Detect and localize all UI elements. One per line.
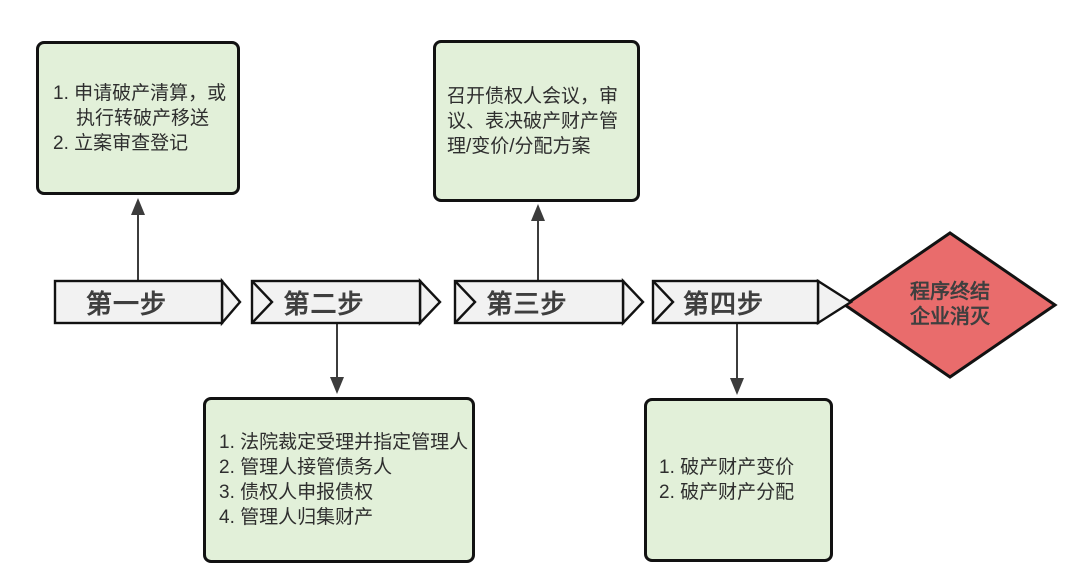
terminal-diamond xyxy=(842,231,1058,379)
arrow-step4-to-box4 xyxy=(730,324,744,395)
arrow-step1-to-box1 xyxy=(131,198,145,280)
step-4-shape xyxy=(651,278,854,326)
process-box-line: 执行转破产移送 xyxy=(76,107,210,129)
process-box-line: 2. 立案审查登记 xyxy=(53,132,189,154)
process-box-line: 2. 管理人接管债务人 xyxy=(219,457,393,478)
process-box-step3: 召开债权人会议，审 议、表决破产财产管 理/变价/分配方案 xyxy=(433,40,640,202)
step-3-label: 第三步 xyxy=(486,288,568,319)
terminal-label-line: 程序终结 xyxy=(910,281,990,303)
step-1-label: 第一步 xyxy=(85,288,167,319)
process-box-line: 1. 申请破产清算，或 xyxy=(53,82,227,104)
step-arrow-point-icon xyxy=(220,277,242,327)
process-box-line: 2. 破产财产分配 xyxy=(659,482,795,503)
arrow-step2-to-box3 xyxy=(330,324,344,394)
process-box-line: 1. 法院裁定受理并指定管理人 xyxy=(219,432,469,453)
arrowhead-up-icon xyxy=(531,204,545,221)
process-box-step4: 1. 破产财产变价 2. 破产财产分配 xyxy=(644,398,833,562)
step-chevron-icon xyxy=(652,280,675,324)
process-box-line: 理/变价/分配方案 xyxy=(447,135,591,157)
process-box-step1: 1. 申请破产清算，或 执行转破产移送 2. 立案审查登记 xyxy=(36,41,240,195)
step-1-shape xyxy=(53,277,242,327)
terminal-label-line: 企业消灭 xyxy=(910,306,990,328)
step-arrow-point-icon xyxy=(418,278,442,326)
arrowhead-up-icon xyxy=(131,198,145,215)
process-box-step2: 1. 法院裁定受理并指定管理人 2. 管理人接管债务人 3. 债权人申报债权 4… xyxy=(203,397,475,563)
step-4-label: 第四步 xyxy=(682,288,764,319)
step-arrow-point-icon xyxy=(621,278,645,326)
step-chevron-icon xyxy=(251,280,274,324)
step-3-shape xyxy=(453,278,645,326)
process-box-line: 3. 债权人申报债权 xyxy=(219,482,374,503)
step-2-shape xyxy=(250,278,442,326)
process-box-line: 召开债权人会议，审 xyxy=(447,85,619,107)
arrowhead-down-icon xyxy=(730,378,744,395)
arrowhead-down-icon xyxy=(330,377,344,394)
arrow-step3-to-box2 xyxy=(531,204,545,281)
process-box-line: 议、表决破产财产管 xyxy=(447,110,619,132)
process-box-line: 4. 管理人归集财产 xyxy=(219,507,374,528)
terminal-label: 程序终结 企业消灭 xyxy=(845,233,1055,377)
process-box-line: 1. 破产财产变价 xyxy=(659,457,795,478)
step-2-label: 第二步 xyxy=(283,288,365,319)
step-chevron-icon xyxy=(454,280,477,324)
